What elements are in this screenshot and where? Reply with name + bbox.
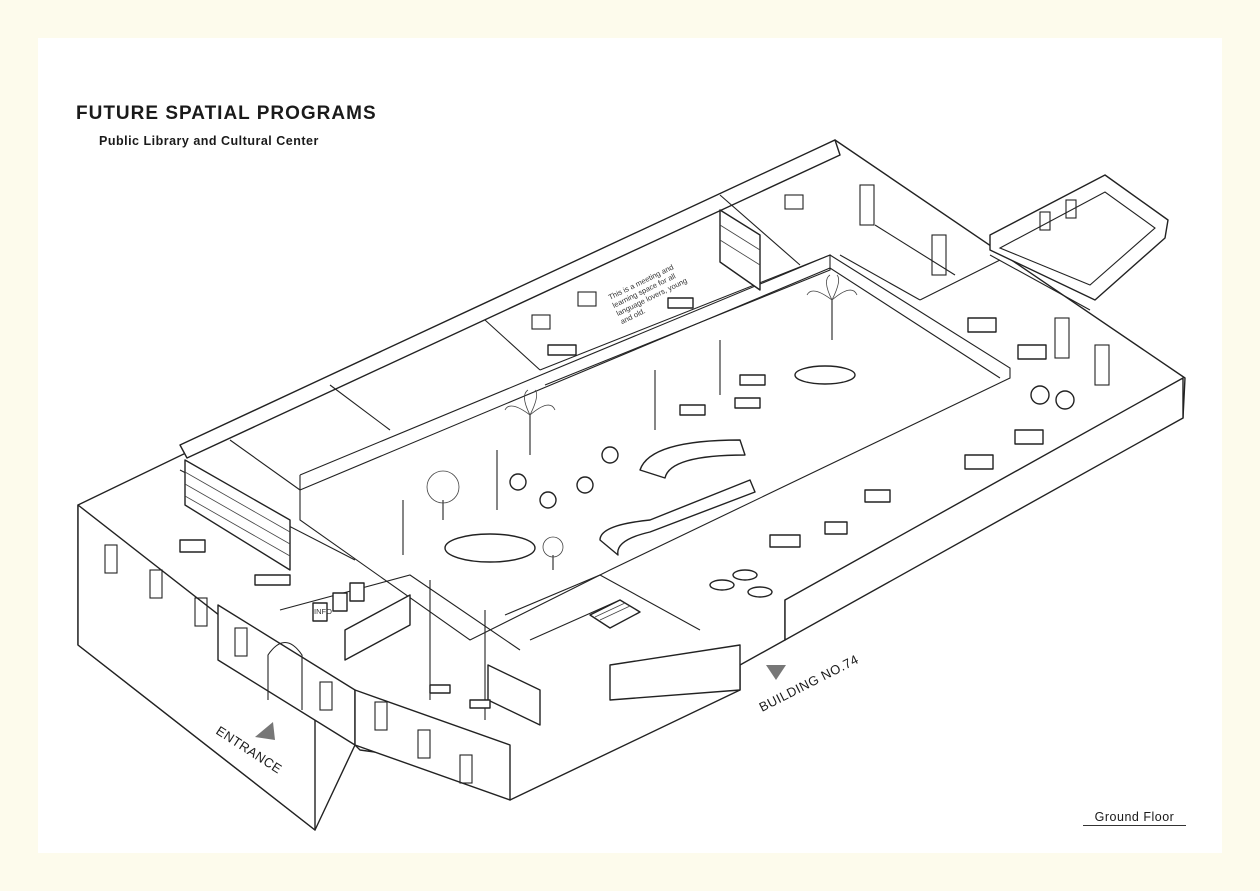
reception-desk [599,479,756,556]
palm-tree-2 [806,274,858,340]
round-table [444,533,536,563]
entrance-arrow-icon [255,722,275,740]
front-annex-wall [609,644,741,701]
entrance-arch [267,641,303,710]
main-hall-back-wall [299,254,1011,641]
page-subtitle: Public Library and Cultural Center [99,134,319,148]
page-title: FUTURE SPATIAL PROGRAMS [76,103,377,124]
tree-2 [542,536,564,570]
floor-label: Ground Floor [1083,810,1186,826]
front-room-wall [354,689,511,801]
palm-tree [504,389,556,455]
courtyard-wall [539,254,831,386]
back-wall [179,139,841,459]
building-label: BUILDING NO.74 [757,652,861,715]
bookshelf-back [719,209,761,291]
curved-desk [639,439,746,479]
building-arrow-icon [766,665,786,680]
info-sign-label: INFO [314,607,332,616]
rear-annex [989,174,1169,301]
right-front-wall [784,377,1184,641]
tree [426,470,460,520]
bookshelf-left [184,459,291,571]
stair [589,599,641,629]
info-signs: INFO [312,582,365,622]
study-tables [179,297,1075,709]
bookshelf-front [344,594,541,726]
